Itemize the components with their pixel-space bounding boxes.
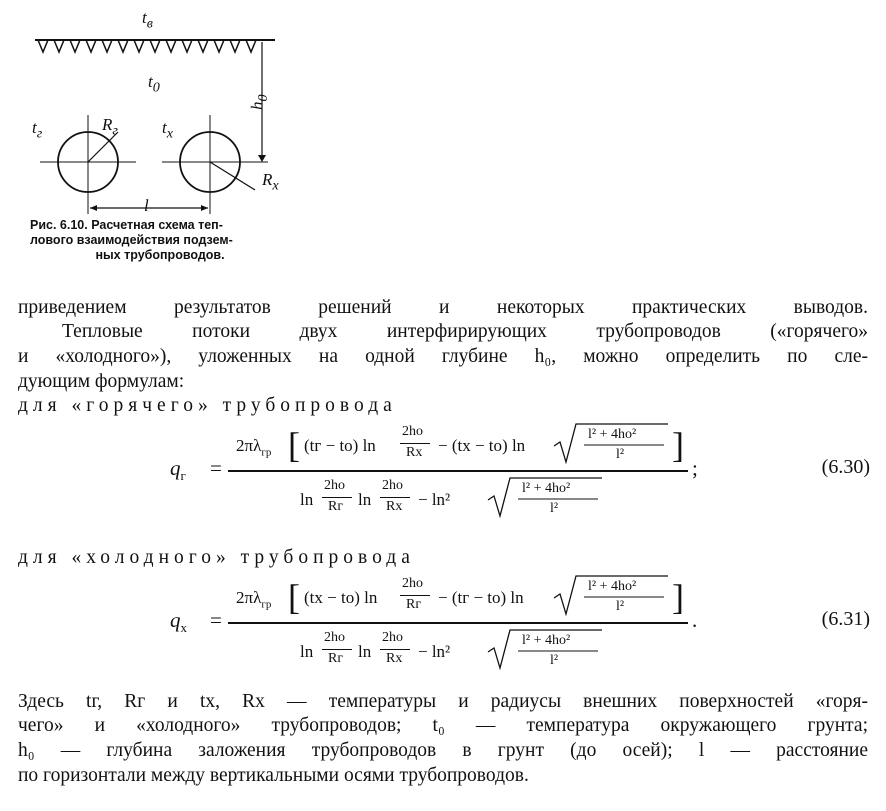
caption-line-2: лового взаимодействия подзем- [30,233,233,247]
figure-caption: Рис. 6.10. Расчетная схема теп- лового в… [30,218,290,263]
text-para-line-3: h₀ — глубина заложения трубопроводов в г… [18,740,868,761]
text-para-line-4: по горизонтали между вертикальными осями… [18,765,529,786]
equation-6-31: qх = 2πλгр [ (tх − tо) ln 2hо Rг − (tг −… [170,572,870,682]
equation-6-30: qг = 2πλгр [ (tг − tо) ln 2hо Rх − (tх −… [170,420,870,530]
caption-line-1: Рис. 6.10. Расчетная схема теп- [30,218,223,232]
figure-6-10: tв t0 h0 tг Rг tх Rх l Рис. 6.10. Расчет… [30,0,290,290]
ground-temperature-label: t0 [148,72,160,96]
air-temperature-label: tв [142,8,153,32]
text-line-3: и «холодного»), уложенных на одной глуби… [18,346,868,367]
equation-number-6-30: (6.30) [821,456,870,478]
text-line-2: Тепловые потоки двух интерфирирующих тру… [62,321,868,342]
depth-label: h0 [247,94,271,110]
eq-hot-denominator: ln 2hо Rг ln 2hо Rх − ln² l² + 4hо² l² [300,476,640,520]
cold-pipe-radius-label: Rх [262,170,279,194]
text-para-line-2: чего» и «холодного» трубопроводов; t₀ — … [18,715,868,736]
caption-line-3: ных трубопроводов. [95,248,225,262]
cold-pipe-temperature-label: tх [162,118,174,142]
eq-cold-lhs: qх [170,608,187,636]
hot-pipe-radius-label: Rг [102,115,118,139]
ground-hatching [37,39,257,54]
spacing-label: l [144,196,149,215]
hot-pipe-temperature-label: tг [32,118,43,142]
eq-hot-lhs: qг [170,456,186,484]
text-para-line-1: Здесь tг, Rг и tх, Rх — температуры и ра… [18,691,868,712]
eq-hot-numerator: 2πλгр [ (tг − tо) ln 2hо Rх − (tх − tо) … [236,423,684,465]
hot-pipeline-heading: для «горячего» трубопровода [18,395,397,416]
cold-pipeline-heading: для «холодного» трубопровода [18,547,415,568]
eq-cold-denominator: ln 2hо Rг ln 2hо Rх − ln² l² + 4hо² l² [300,628,640,672]
pipeline-scheme-drawing [35,39,275,214]
eq-cold-numerator: 2πλгр [ (tх − tо) ln 2hо Rг − (tг − tо) … [236,575,684,617]
text-line-4: дующим формулам: [18,371,185,392]
text-line-1: приведением результатов решений и некото… [18,297,868,318]
equation-number-6-31: (6.31) [821,608,870,630]
